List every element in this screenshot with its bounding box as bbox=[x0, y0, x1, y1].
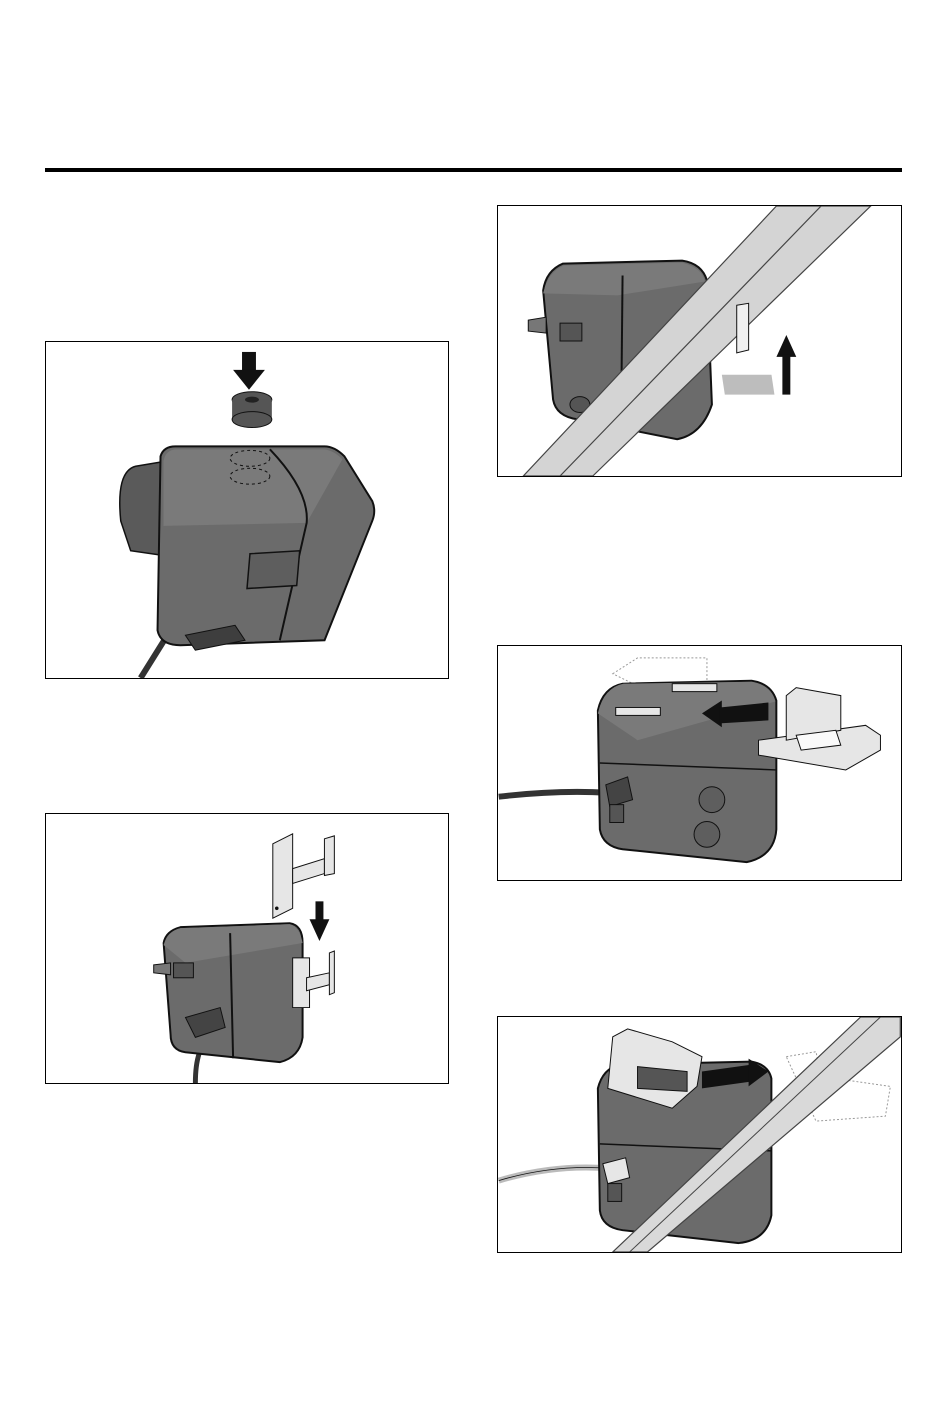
switch bbox=[174, 963, 194, 978]
header-rule bbox=[45, 168, 902, 172]
mounting-plate bbox=[722, 375, 775, 395]
side-tab bbox=[528, 317, 546, 333]
rail-slot bbox=[737, 303, 749, 353]
figure-5-illustration bbox=[498, 1017, 901, 1252]
switch bbox=[608, 1184, 622, 1202]
u-bracket bbox=[273, 834, 293, 918]
figure-2-illustration bbox=[46, 814, 448, 1083]
figure-2 bbox=[45, 813, 449, 1084]
arrow-down-icon bbox=[233, 352, 265, 390]
figure-5 bbox=[497, 1016, 902, 1253]
label-plate bbox=[247, 551, 300, 589]
side-tab bbox=[154, 963, 171, 975]
switch bbox=[610, 805, 624, 823]
figure-3 bbox=[497, 205, 902, 477]
port-1 bbox=[699, 787, 725, 813]
figure-1 bbox=[45, 341, 449, 679]
figure-4-illustration bbox=[498, 646, 901, 880]
top-slot-right bbox=[672, 684, 717, 692]
top-slot-left bbox=[616, 707, 661, 715]
port-2 bbox=[694, 822, 720, 848]
figure-3-illustration bbox=[498, 206, 901, 476]
switch bbox=[560, 323, 582, 341]
seam-line bbox=[622, 275, 623, 374]
arrow-down-icon bbox=[310, 901, 330, 941]
figure-1-illustration bbox=[46, 342, 448, 678]
figure-4 bbox=[497, 645, 902, 881]
arrow-up-icon bbox=[776, 335, 796, 395]
